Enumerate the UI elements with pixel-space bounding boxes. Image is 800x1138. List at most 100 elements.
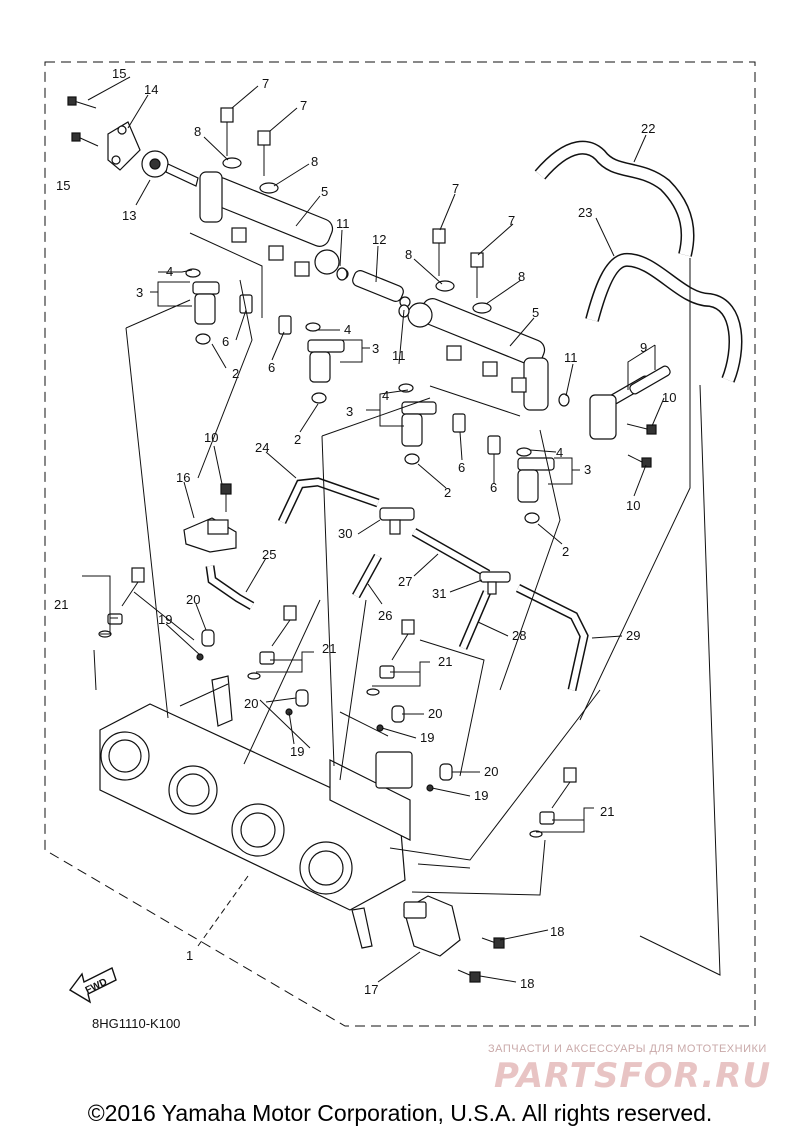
- copyright-notice: ©2016 Yamaha Motor Corporation, U.S.A. A…: [87, 1100, 713, 1126]
- throttle-position-sensor: [403, 895, 461, 957]
- callout-19: 19: [290, 744, 304, 759]
- bolt: [626, 423, 657, 435]
- bolt: [627, 454, 652, 468]
- bolt: [220, 483, 232, 512]
- callout-20: 20: [186, 592, 200, 607]
- projection-lines: [93, 232, 721, 976]
- callout-12: 12: [372, 232, 386, 247]
- callout-8: 8: [194, 124, 201, 139]
- callout-6: 6: [222, 334, 229, 349]
- callout-29: 29: [626, 628, 640, 643]
- callout-11: 11: [392, 348, 406, 363]
- callout-19: 19: [420, 730, 434, 745]
- callout-2: 2: [562, 544, 569, 559]
- adjusting-screw: [98, 567, 145, 638]
- callout-8: 8: [518, 269, 525, 284]
- callout-5: 5: [321, 184, 328, 199]
- callout-26: 26: [378, 608, 392, 623]
- vacuum-hose: [205, 565, 255, 610]
- watermark-tagline: ЗАПЧАСТИ И АКСЕССУАРЫ ДЛЯ МОТОТЕХНИКИ: [488, 1043, 767, 1055]
- callout-6: 6: [458, 460, 465, 475]
- bolt: [71, 132, 99, 147]
- clip: [196, 653, 204, 661]
- callout-9: 9: [640, 340, 647, 355]
- fuel-injector: [398, 383, 466, 465]
- fuel-injector: [185, 268, 253, 345]
- vacuum-hose: [515, 583, 589, 691]
- callout-16: 16: [176, 470, 190, 485]
- callout-8: 8: [311, 154, 318, 169]
- callout-3: 3: [346, 404, 353, 419]
- callout-10: 10: [204, 430, 218, 445]
- callout-30: 30: [338, 526, 352, 541]
- callout-18: 18: [550, 924, 564, 939]
- bolt: [257, 130, 279, 194]
- hose-joint: [479, 571, 511, 595]
- callout-6: 6: [490, 480, 497, 495]
- vacuum-hose: [411, 528, 491, 578]
- callout-7: 7: [508, 213, 515, 228]
- callout-4: 4: [344, 322, 351, 337]
- callout-11: 11: [336, 216, 350, 231]
- callout-3: 3: [584, 462, 591, 477]
- callout-19: 19: [474, 788, 488, 803]
- callout-15: 15: [56, 178, 70, 193]
- callout-1: 1: [186, 948, 193, 963]
- hose-joint: [589, 365, 671, 440]
- callout-23: 23: [578, 205, 592, 220]
- callout-21: 21: [438, 654, 452, 669]
- callout-8: 8: [405, 247, 412, 262]
- callout-7: 7: [262, 76, 269, 91]
- callout-21: 21: [322, 641, 336, 656]
- o-ring: [558, 393, 570, 407]
- callout-22: 22: [641, 121, 655, 136]
- callout-2: 2: [444, 485, 451, 500]
- adjusting-screw: [247, 605, 297, 680]
- bolt: [470, 252, 492, 314]
- callout-11: 11: [564, 350, 578, 365]
- fuel-hose: [586, 254, 741, 383]
- callout-25: 25: [262, 547, 276, 562]
- callout-10: 10: [662, 390, 676, 405]
- callout-14: 14: [144, 82, 158, 97]
- cap: [201, 629, 215, 647]
- callout-6: 6: [268, 360, 275, 375]
- vacuum-hose: [277, 477, 380, 524]
- callout-3: 3: [136, 285, 143, 300]
- hose-joint: [379, 507, 415, 535]
- watermark-brand: PARTSFOR.RU: [494, 1056, 772, 1096]
- callout-18: 18: [520, 976, 534, 991]
- callout-20: 20: [484, 764, 498, 779]
- o-ring: [336, 267, 348, 281]
- drawing-code: 8HG1110-K100: [92, 1016, 181, 1031]
- screw: [481, 937, 505, 949]
- cap: [439, 763, 453, 781]
- fuel-rail-upper: [199, 171, 340, 277]
- callout-2: 2: [232, 366, 239, 381]
- callout-28: 28: [512, 628, 526, 643]
- callout-31: 31: [432, 586, 446, 601]
- adjusting-screw: [366, 619, 415, 696]
- callout-19: 19: [158, 612, 172, 627]
- pressure-regulator: [141, 150, 199, 187]
- callout-4: 4: [556, 445, 563, 460]
- forward-arrow-icon: FWD: [68, 967, 117, 1004]
- vacuum-hose: [352, 553, 382, 599]
- regulator-bracket: [107, 121, 141, 171]
- bolt: [220, 107, 242, 169]
- fuel-injector: [278, 315, 345, 404]
- callout-15: 15: [112, 66, 126, 81]
- callout-20: 20: [428, 706, 442, 721]
- throttle-body-assembly: [99, 675, 413, 949]
- bolt: [67, 96, 97, 109]
- callout-2: 2: [294, 432, 301, 447]
- callout-13: 13: [122, 208, 136, 223]
- adjusting-screw: [529, 767, 577, 838]
- fuel-injector: [487, 435, 555, 524]
- callout-20: 20: [244, 696, 258, 711]
- callout-7: 7: [452, 181, 459, 196]
- callout-4: 4: [166, 264, 173, 279]
- fuel-rail-lower: [407, 298, 549, 411]
- callout-24: 24: [255, 440, 269, 455]
- joint-pipe: [337, 268, 411, 308]
